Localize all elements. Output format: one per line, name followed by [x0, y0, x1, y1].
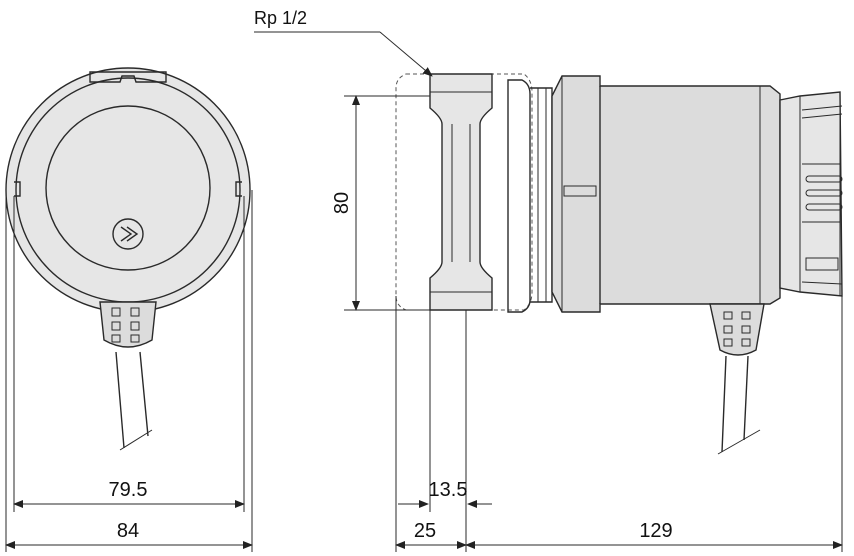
thread-label: Rp 1/2	[254, 8, 307, 28]
front-view	[5, 67, 251, 451]
dim-80-label: 80	[331, 192, 353, 214]
front-extension-lines	[5, 190, 253, 552]
dim-84: 84	[5, 520, 253, 549]
dim-13-5-label: 13.5	[429, 479, 468, 501]
flange-ring	[530, 87, 553, 303]
dim-79-5-label: 79.5	[109, 479, 148, 501]
direction-indicator	[112, 218, 144, 250]
thread-callout: Rp 1/2	[254, 8, 433, 77]
front-right-lug	[235, 181, 242, 197]
side-cable-right	[743, 355, 749, 441]
side-cable-left	[721, 355, 727, 453]
dim-79-5: 79.5	[13, 479, 245, 508]
cap-rib	[805, 175, 843, 183]
fitting-envelope	[395, 73, 533, 311]
side-extension-lines	[395, 296, 843, 552]
front-left-lug	[14, 181, 21, 197]
front-cable-plug	[99, 301, 157, 348]
dim-25: 25	[395, 520, 467, 549]
dim-25-label: 25	[414, 520, 436, 542]
dim-13-5: 13.5	[398, 479, 492, 508]
cap-rib	[805, 203, 843, 211]
side-cable-plug	[709, 303, 765, 356]
union-collar	[507, 79, 531, 313]
motor-slot	[563, 185, 597, 197]
port-body	[429, 73, 493, 311]
front-cable-right	[139, 351, 149, 437]
motor-body	[551, 75, 781, 313]
dim-129: 129	[465, 520, 843, 549]
direction-arrow-icon	[120, 226, 139, 242]
dim-80: 80	[331, 95, 430, 311]
dim-84-label: 84	[117, 520, 139, 542]
cap-rib	[805, 189, 843, 197]
front-face-disc	[45, 105, 211, 271]
dim-129-label: 129	[639, 520, 672, 542]
cap-window	[805, 257, 839, 271]
front-top-clip	[89, 71, 167, 83]
front-outer-ring	[5, 67, 251, 313]
side-view	[395, 73, 843, 455]
end-cap	[779, 91, 843, 297]
front-cable-left	[115, 351, 125, 449]
